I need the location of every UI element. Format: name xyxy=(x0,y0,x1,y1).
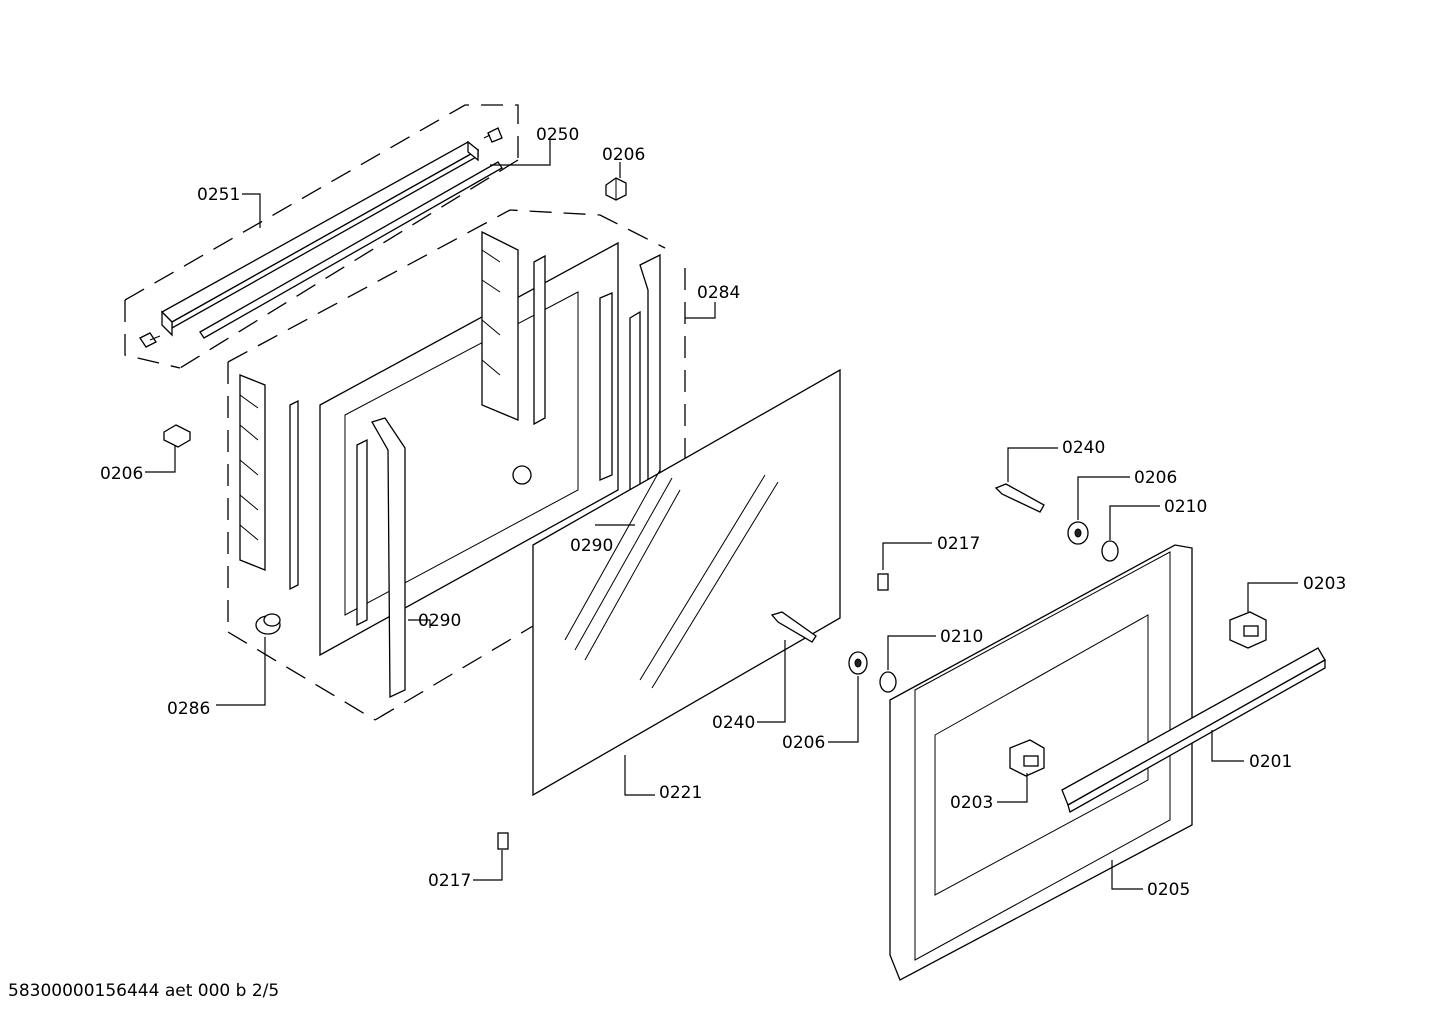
outer-glass-0221 xyxy=(532,368,841,797)
rod-0250 xyxy=(199,161,503,339)
hinge-0290-left xyxy=(356,417,406,699)
leader-lines xyxy=(145,140,1298,890)
block-0217-upper xyxy=(877,573,889,591)
callout-0290-right: 0290 xyxy=(570,536,613,556)
callout-0206-top: 0206 xyxy=(602,145,645,165)
clip-0206-left xyxy=(163,424,191,448)
callout-0206-top-right: 0206 xyxy=(1134,468,1177,488)
callout-0250: 0250 xyxy=(536,125,579,145)
callout-0210-top: 0210 xyxy=(1164,497,1207,517)
handle-0201 xyxy=(1061,647,1326,813)
bolt-0240-mid xyxy=(770,611,817,643)
callout-0203-left: 0203 xyxy=(950,793,993,813)
callout-0240-top: 0240 xyxy=(1062,438,1105,458)
callout-0205: 0205 xyxy=(1147,880,1190,900)
callout-0217-lower: 0217 xyxy=(428,871,471,891)
callout-0240-mid: 0240 xyxy=(712,713,755,733)
left-louver-deflector xyxy=(239,374,299,591)
callout-0251: 0251 xyxy=(197,185,240,205)
callout-0206-mid: 0206 xyxy=(782,733,825,753)
callout-0206-left: 0206 xyxy=(100,464,143,484)
screw-right xyxy=(483,127,503,143)
bushing-0286 xyxy=(255,613,281,635)
washer-0206-mid xyxy=(848,651,868,675)
callout-0217-upper: 0217 xyxy=(937,534,980,554)
callout-0221: 0221 xyxy=(659,783,702,803)
spacer-0210-mid xyxy=(879,671,897,693)
bolt-0240-top xyxy=(994,483,1045,513)
right-louver-upper xyxy=(481,230,613,481)
washer-0206-top xyxy=(1067,521,1089,545)
inner-frame-dashed-outline xyxy=(227,209,686,721)
screw-left xyxy=(139,332,161,348)
document-code: 58300000156444 aet 000 b 2/5 xyxy=(8,981,280,1001)
clip-0206-top xyxy=(605,177,627,201)
callout-0203-right: 0203 xyxy=(1303,574,1346,594)
callout-0284: 0284 xyxy=(697,283,740,303)
top-trim-dashed-outline xyxy=(124,104,519,369)
callout-0201: 0201 xyxy=(1249,752,1292,772)
callout-0290-left: 0290 xyxy=(418,611,461,631)
block-0217-lower xyxy=(497,832,509,850)
trim-strip-0251 xyxy=(160,140,480,337)
handle-mount-0203-left xyxy=(1009,739,1045,777)
spacer-0210-top xyxy=(1101,540,1119,562)
callout-0210-mid: 0210 xyxy=(940,627,983,647)
callout-0286: 0286 xyxy=(167,699,210,719)
handle-mount-0203-right xyxy=(1229,611,1267,649)
